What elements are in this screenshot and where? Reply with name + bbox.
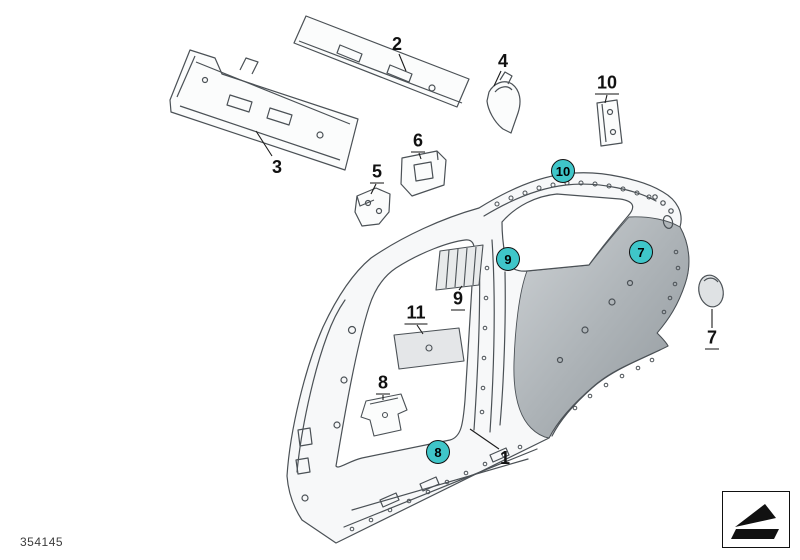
part-callout-10[interactable]: 10 — [551, 159, 575, 183]
part-callout-9[interactable]: 9 — [496, 247, 520, 271]
part-10-strip — [596, 99, 623, 147]
roof-arrow-logo-icon — [731, 504, 779, 539]
part-7-filler-cap — [698, 274, 724, 308]
brand-logo-box — [722, 491, 790, 548]
part-label-7[interactable]: 7 — [704, 327, 720, 350]
part-label-6[interactable]: 6 — [410, 130, 426, 153]
part-9-corrugated-plate — [435, 244, 484, 291]
part-6-bracket — [400, 150, 447, 197]
part-1-side-frame — [286, 172, 690, 544]
part-4-bracket — [486, 71, 521, 134]
part-label-5[interactable]: 5 — [369, 161, 385, 184]
part-8-bracket — [360, 393, 408, 437]
part-label-11[interactable]: 11 — [404, 302, 428, 325]
part-label-3[interactable]: 3 — [271, 157, 283, 177]
leader-lines — [255, 53, 713, 450]
part-label-9[interactable]: 9 — [450, 288, 466, 311]
part-label-10[interactable]: 10 — [594, 72, 620, 95]
part-2-cross-member — [293, 15, 470, 108]
part-5-bracket — [354, 187, 391, 227]
part-label-4[interactable]: 4 — [497, 51, 509, 71]
part-label-8[interactable]: 8 — [375, 372, 391, 395]
part-3-rear-panel — [169, 49, 359, 171]
part-label-1[interactable]: 1 — [499, 448, 511, 468]
drawing-number: 354145 — [20, 535, 64, 549]
part-11-plate — [393, 327, 465, 370]
part-callout-8[interactable]: 8 — [426, 440, 450, 464]
part-label-2[interactable]: 2 — [391, 34, 403, 54]
part-callout-7[interactable]: 7 — [629, 240, 653, 264]
